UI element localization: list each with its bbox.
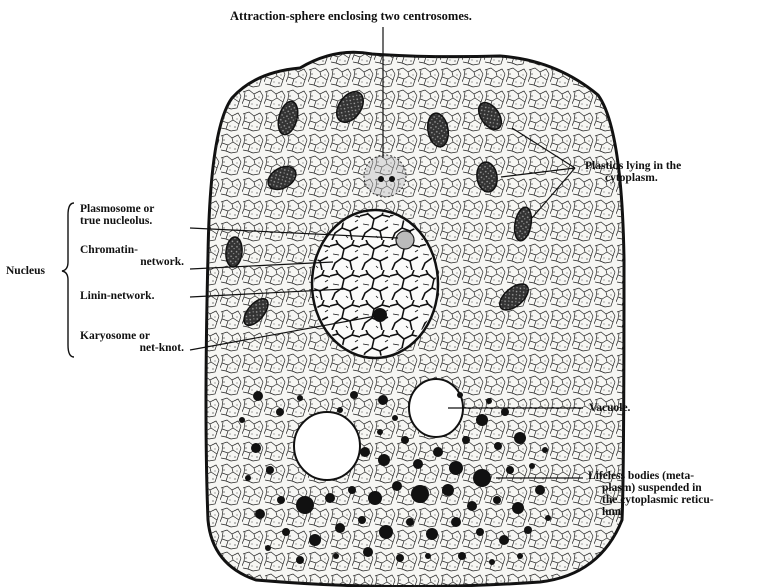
centrosome — [389, 176, 395, 182]
vacuole-label: Vacuole. — [589, 402, 630, 414]
attraction-sphere — [364, 155, 406, 197]
plastids-label-line-1: Plastids lying in the — [585, 160, 753, 172]
karyosome-label-line-2: net-knot. — [80, 342, 184, 354]
plasmosome — [396, 231, 414, 249]
plasmosome-label-line-2: true nucleolus. — [80, 215, 184, 227]
lifeless-label-line-1: Lifeless bodies (meta- — [588, 470, 756, 482]
nucleus-label: Nucleus — [6, 265, 45, 277]
karyosome-label-line-1: Karyosome or — [80, 330, 184, 342]
attraction-sphere-label: Attraction-sphere enclosing two centroso… — [230, 10, 472, 22]
chromatin-label: Chromatin- network. — [80, 244, 184, 268]
lifeless-label-line-4: lum. — [588, 506, 756, 518]
plasmosome-label-line-1: Plasmosome or — [80, 203, 184, 215]
karyosome — [373, 308, 387, 322]
linin-network-label: Linin-network. — [80, 290, 154, 302]
vacuole — [294, 412, 360, 480]
lifeless-label-line-2: plasm) suspended in — [588, 482, 756, 494]
plastids-label-line-2: cytoplasm. — [585, 172, 753, 184]
lifeless-bodies-label: Lifeless bodies (meta- plasm) suspended … — [588, 470, 756, 518]
lifeless-label-line-3: the cytoplasmic reticu- — [588, 494, 756, 506]
plasmosome-label: Plasmosome or true nucleolus. — [80, 203, 184, 227]
plastids-label: Plastids lying in the cytoplasm. — [585, 160, 753, 184]
nucleus — [312, 210, 438, 358]
chromatin-label-line-2: network. — [80, 256, 184, 268]
chromatin-label-line-1: Chromatin- — [80, 244, 184, 256]
karyosome-label: Karyosome or net-knot. — [80, 330, 184, 354]
centrosome — [378, 176, 384, 182]
